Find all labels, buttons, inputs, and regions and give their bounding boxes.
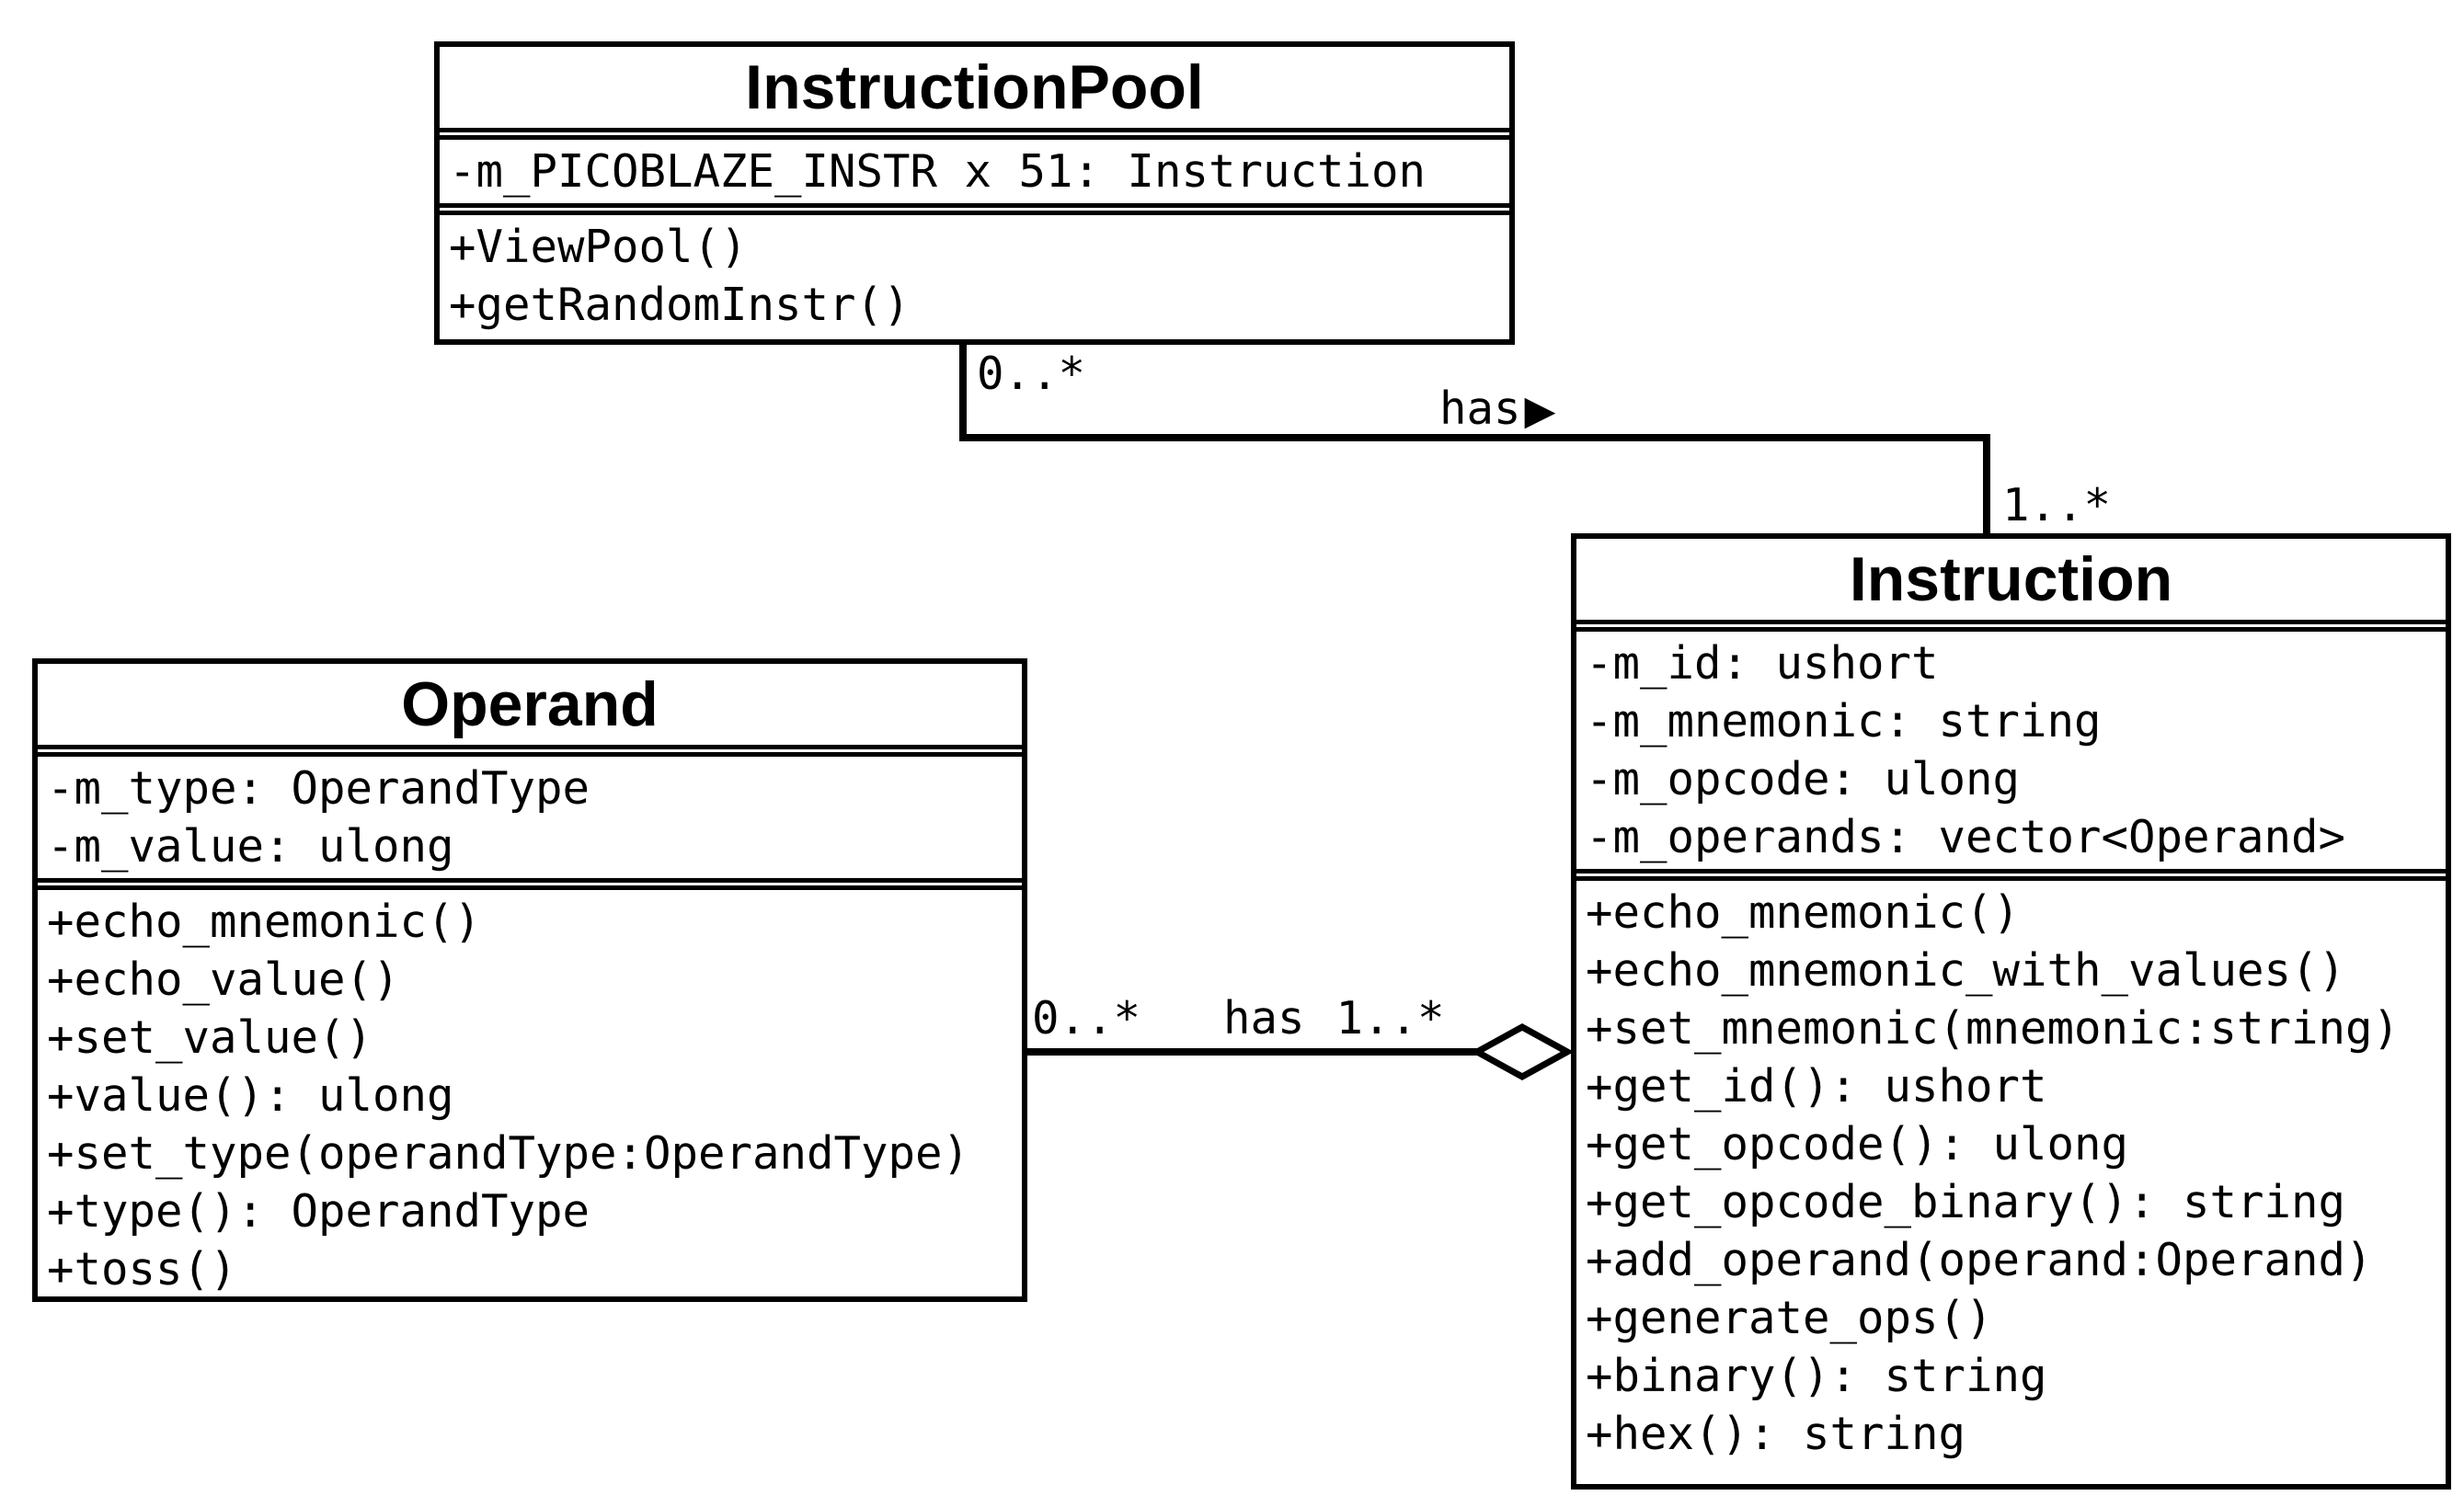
- method-line: +hex(): string: [1586, 1408, 1966, 1460]
- attributes-compartment: -m_PICOBLAZE_INSTR x 51: Instruction: [440, 140, 1509, 203]
- method-line: +value(): ulong: [47, 1069, 454, 1122]
- method-line: +set_value(): [47, 1011, 373, 1064]
- attributes-compartment: -m_id: ushort -m_mnemonic: string -m_opc…: [1576, 632, 2446, 869]
- attribute-line: -m_operands: vector<Operand>: [1586, 811, 2346, 863]
- class-name-instructionpool: InstructionPool: [745, 52, 1204, 122]
- method-line: +echo_mnemonic(): [1586, 886, 2021, 939]
- multiplicity-pool-end: 0..*: [977, 348, 1086, 400]
- method-line: +generate_ops(): [1586, 1292, 1993, 1344]
- method-line: +toss(): [47, 1243, 237, 1296]
- direction-arrow-icon: ▶: [1524, 387, 1556, 434]
- method-line: +get_opcode(): ulong: [1586, 1118, 2129, 1170]
- association-label-text: has: [1223, 992, 1305, 1045]
- compartment-divider: [1576, 869, 2446, 881]
- multiplicity-operand-end: 0..*: [1032, 992, 1141, 1045]
- method-line: +add_operand(operand:Operand): [1586, 1234, 2373, 1286]
- association-label-has: has 1..*: [1223, 989, 1445, 1047]
- attributes-compartment: -m_type: OperandType -m_value: ulong: [38, 757, 1022, 878]
- aggregation-diamond-icon: [1470, 1023, 1575, 1080]
- multiplicity-instruction-end: 1..*: [2002, 479, 2112, 531]
- attribute-line: -m_value: ulong: [47, 820, 454, 873]
- compartment-divider: [38, 878, 1022, 890]
- method-line: +get_opcode_binary(): string: [1586, 1176, 2346, 1228]
- class-box-instructionpool: InstructionPool -m_PICOBLAZE_INSTR x 51:…: [434, 41, 1515, 345]
- attribute-line: -m_id: ushort: [1586, 637, 1939, 690]
- methods-compartment: +echo_mnemonic() +echo_mnemonic_with_val…: [1576, 881, 2446, 1484]
- class-box-operand: Operand -m_type: OperandType -m_value: u…: [32, 658, 1027, 1302]
- attribute-line: -m_type: OperandType: [47, 762, 590, 815]
- methods-compartment: +ViewPool() +getRandomInstr(): [440, 215, 1509, 339]
- method-line: +set_type(operandType:OperandType): [47, 1127, 970, 1180]
- method-line: +get_id(): ushort: [1586, 1060, 2047, 1113]
- method-line: +echo_mnemonic_with_values(): [1586, 944, 2346, 997]
- compartment-divider: [440, 128, 1509, 140]
- compartment-divider: [1576, 620, 2446, 632]
- multiplicity-instruction-end: 1..*: [1335, 992, 1445, 1045]
- association-label-has: has▶: [1439, 380, 1555, 440]
- method-line: +echo_mnemonic(): [47, 896, 482, 948]
- association-label-text: has: [1439, 382, 1521, 435]
- class-name-operand: Operand: [401, 669, 659, 739]
- method-line: +echo_value(): [47, 953, 400, 1006]
- class-box-instruction: Instruction -m_id: ushort -m_mnemonic: s…: [1571, 533, 2451, 1490]
- methods-compartment: +echo_mnemonic() +echo_value() +set_valu…: [38, 890, 1022, 1301]
- compartment-divider: [440, 203, 1509, 215]
- attribute-line: -m_PICOBLAZE_INSTR x 51: Instruction: [449, 145, 1427, 198]
- class-name-instruction: Instruction: [1849, 544, 2173, 614]
- method-line: +getRandomInstr(): [449, 279, 911, 331]
- method-line: +binary(): string: [1586, 1350, 2047, 1402]
- attribute-line: -m_opcode: ulong: [1586, 753, 2021, 805]
- association-pool-instruction-line: [959, 331, 1990, 542]
- method-line: +set_mnemonic(mnemonic:string): [1586, 1002, 2401, 1055]
- method-line: +type(): OperandType: [47, 1185, 590, 1238]
- compartment-divider: [38, 745, 1022, 757]
- attribute-line: -m_mnemonic: string: [1586, 695, 2102, 748]
- method-line: +ViewPool(): [449, 221, 748, 273]
